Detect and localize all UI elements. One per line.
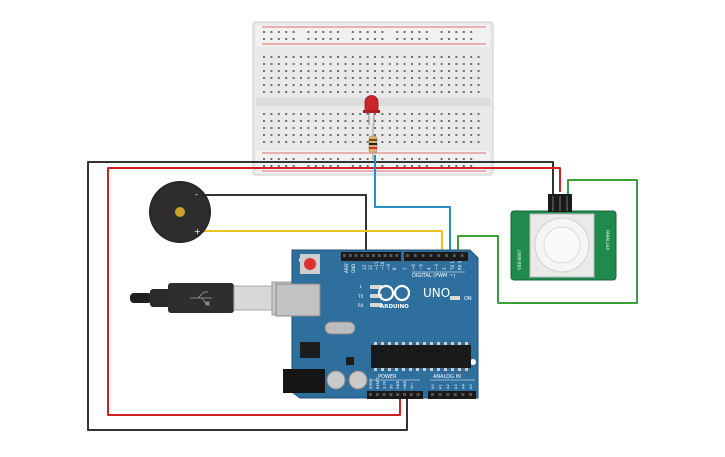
gnd-label: GND	[351, 264, 356, 273]
wire-green-pir	[457, 179, 638, 304]
digital-pin-label: ~11	[374, 261, 379, 270]
on-label: ON	[464, 296, 472, 302]
digital-pin-label: 7	[403, 267, 408, 270]
svg-text:VBB-BBN7: VBB-BBN7	[517, 249, 522, 270]
piezo-buzzer[interactable]: - +	[149, 181, 211, 243]
header-holes	[343, 254, 472, 396]
digital-pin-label: ~6	[411, 264, 416, 270]
svg-text:PARALLAX: PARALLAX	[605, 230, 610, 251]
power-jack	[283, 369, 325, 393]
digital-header-a	[341, 252, 401, 261]
analog-pin-label: A4	[461, 384, 465, 389]
analog-header	[428, 391, 476, 399]
digital-pin-label: ~9	[386, 264, 391, 270]
power-pin-label: 5V	[389, 384, 393, 389]
aref-label: AREF	[344, 262, 349, 273]
buzzer-minus-label: -	[195, 190, 198, 199]
power-pin-label: GND	[396, 381, 400, 389]
buzzer-plus-label: +	[194, 227, 201, 236]
led[interactable]	[363, 95, 380, 125]
digital-pin-label: 8	[392, 267, 397, 270]
analog-pin-label: A2	[446, 384, 450, 389]
digital-pin-label: ~5	[419, 264, 424, 270]
digital-pin-label: TX 1	[450, 261, 455, 271]
arduino-uno[interactable]: ARDUINO UNO DIGITAL (PWM ~) ON TX RX L A…	[275, 249, 479, 399]
power-pin-label: RESET	[376, 377, 380, 389]
rx-label: RX	[358, 303, 364, 308]
usb-port	[275, 283, 321, 317]
wire-yellow-buzzer	[198, 230, 443, 258]
power-pin-label: GND	[403, 381, 407, 389]
digital-pin-label: 2	[442, 267, 447, 270]
digital-header-b	[404, 252, 468, 261]
digital-pin-label: 4	[426, 267, 431, 270]
digital-label: DIGITAL (PWM ~)	[412, 273, 455, 279]
breadboard-holes	[263, 31, 480, 167]
power-pin-label: IOREF	[369, 378, 373, 389]
arduino-brand: ARDUINO	[380, 304, 409, 310]
wire-blue-led	[374, 155, 451, 258]
power-pin-label: 3.3V	[383, 380, 387, 389]
power-label: POWER	[378, 374, 397, 380]
analog-label: ANALOG IN	[433, 374, 461, 380]
analog-pin-label: A3	[454, 384, 458, 389]
wire-black-buzzer	[198, 194, 367, 258]
analog-pin-label: A1	[439, 384, 443, 389]
l-label: L	[360, 284, 363, 289]
analog-pin-label: A0	[431, 384, 435, 389]
power-header	[367, 391, 423, 399]
atmega-chip	[371, 345, 471, 368]
power-pin-label: Vin	[410, 383, 414, 389]
analog-pin-label: A5	[469, 384, 473, 389]
tx-label: TX	[357, 294, 363, 299]
arduino-model: UNO	[423, 286, 450, 300]
resistor[interactable]	[368, 125, 378, 160]
digital-pin-label: ~10	[380, 261, 385, 270]
arduino-logo-icon	[377, 284, 411, 302]
digital-pin-label: 13	[362, 264, 367, 270]
pir-right-text: PARALLAX	[605, 230, 610, 251]
digital-pin-label: RX 0	[458, 260, 463, 270]
pir-sensor[interactable]: VBB-BBN7 PARALLAX	[510, 194, 617, 281]
digital-pin-label: 12	[368, 264, 373, 270]
wire-red-outer	[107, 167, 561, 416]
usb-icon	[190, 291, 212, 306]
pir-left-text: VBB-BBN7	[517, 249, 522, 270]
reset-button[interactable]	[300, 254, 320, 274]
wire-black-outer	[87, 161, 554, 431]
wires	[87, 155, 638, 431]
chip-pins	[374, 342, 468, 371]
digital-pin-label: ~3	[434, 264, 439, 270]
